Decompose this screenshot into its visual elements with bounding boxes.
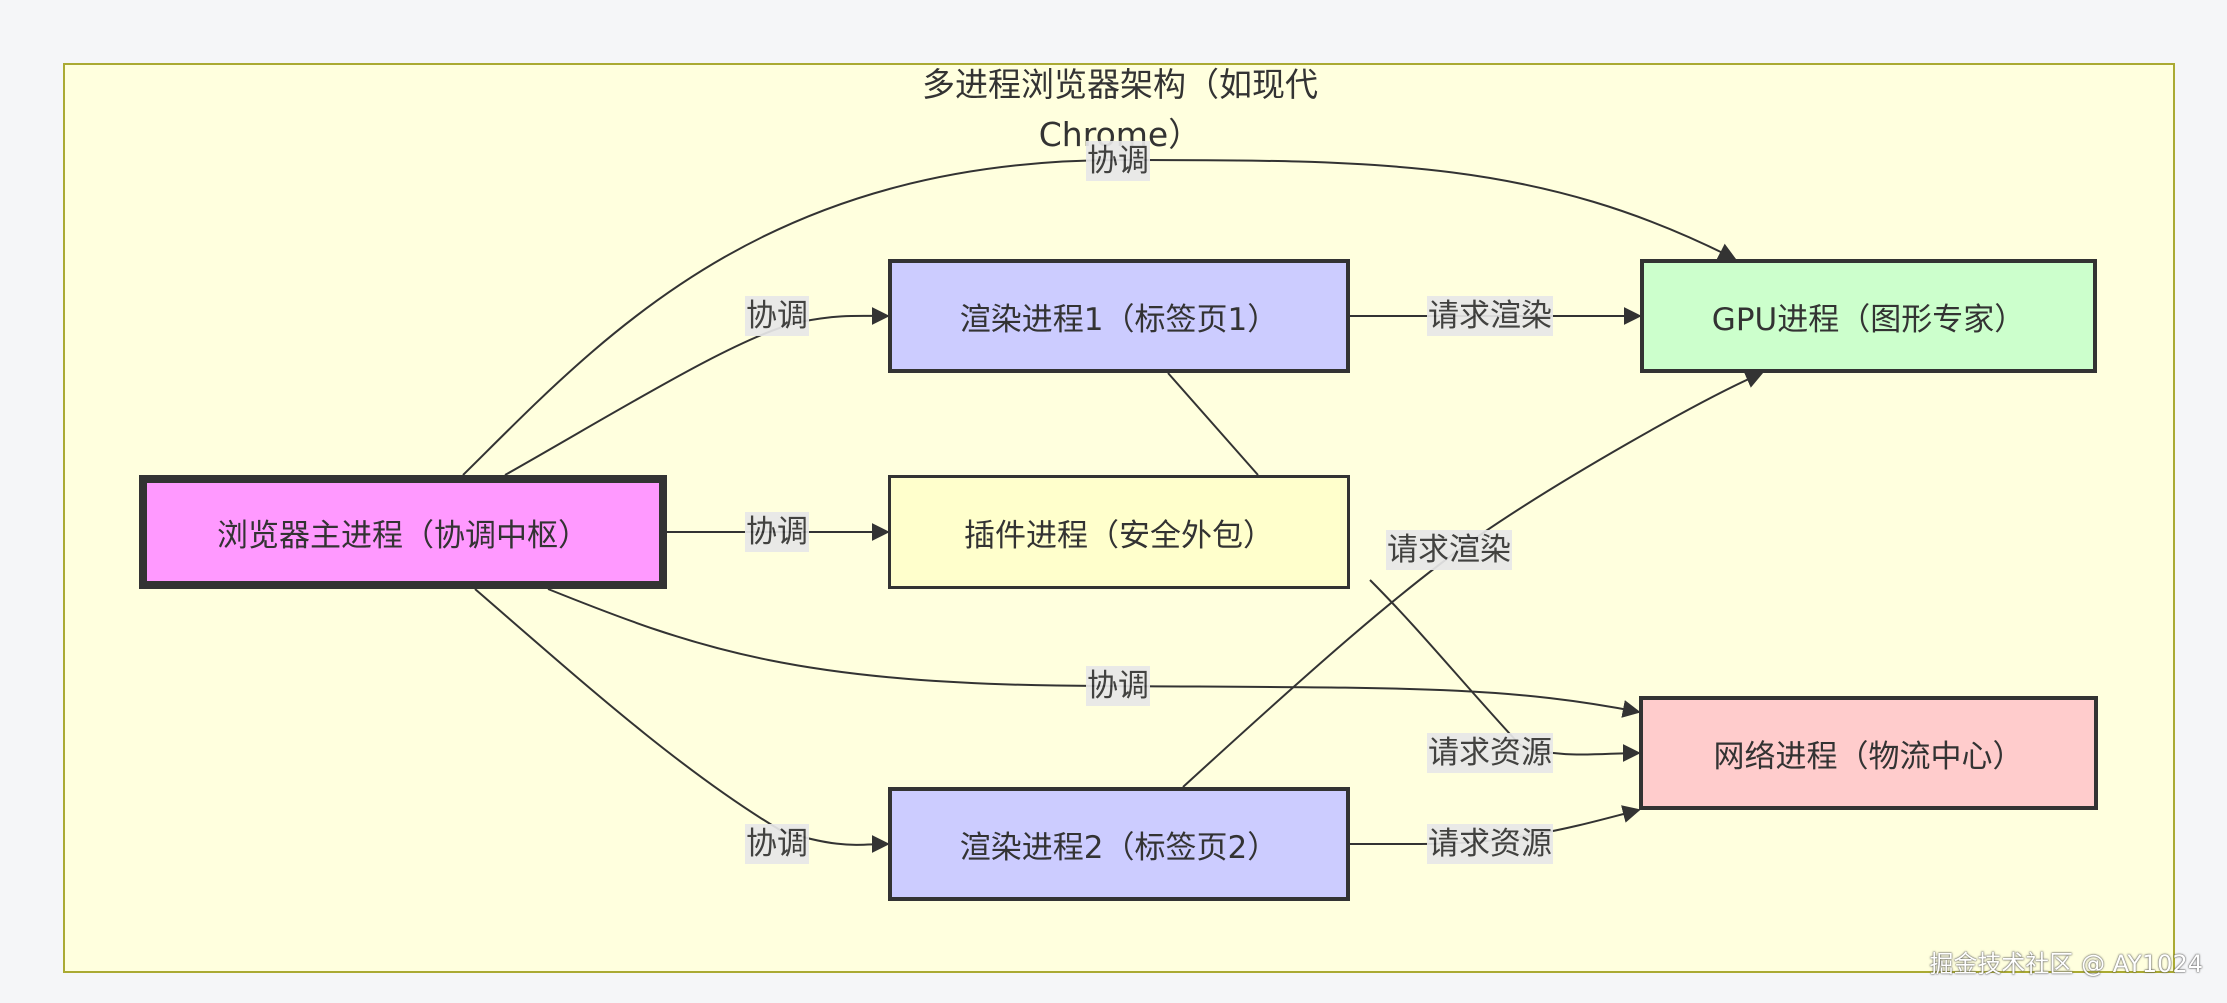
edge-label-browser-plugin: 协调: [745, 512, 809, 552]
edge-browser-render2: [474, 588, 890, 854]
node-browser-main-process: 浏览器主进程（协调中枢）: [139, 475, 667, 589]
edge-label-browser-render1: 协调: [745, 296, 809, 336]
subgraph-title: 多进程浏览器架构（如现代 Chrome）: [900, 60, 1340, 160]
node-plugin-process: 插件进程（安全外包）: [888, 475, 1350, 589]
edge-label-browser-gpu: 协调: [1086, 141, 1150, 181]
node-render-process-1: 渲染进程1（标签页1）: [888, 259, 1350, 373]
edge-label-render2-network: 请求资源: [1427, 824, 1553, 864]
edge-label-render1-gpu: 请求渲染: [1427, 296, 1553, 336]
node-gpu-process: GPU进程（图形专家）: [1640, 259, 2097, 373]
edge-label-browser-render2: 协调: [745, 824, 809, 864]
edge-browser-render1: [504, 306, 890, 476]
edge-label-render1-network: 请求资源: [1427, 733, 1553, 773]
watermark: 掘金技术社区 @ AY1024: [1929, 950, 2203, 978]
node-render-process-2: 渲染进程2（标签页2）: [888, 787, 1350, 901]
edge-label-render2-gpu: 请求渲染: [1386, 530, 1512, 570]
node-network-process: 网络进程（物流中心）: [1639, 696, 2098, 810]
edge-label-browser-network: 协调: [1086, 666, 1150, 706]
subgraph-title-line1: 多进程浏览器架构（如现代: [922, 65, 1318, 104]
